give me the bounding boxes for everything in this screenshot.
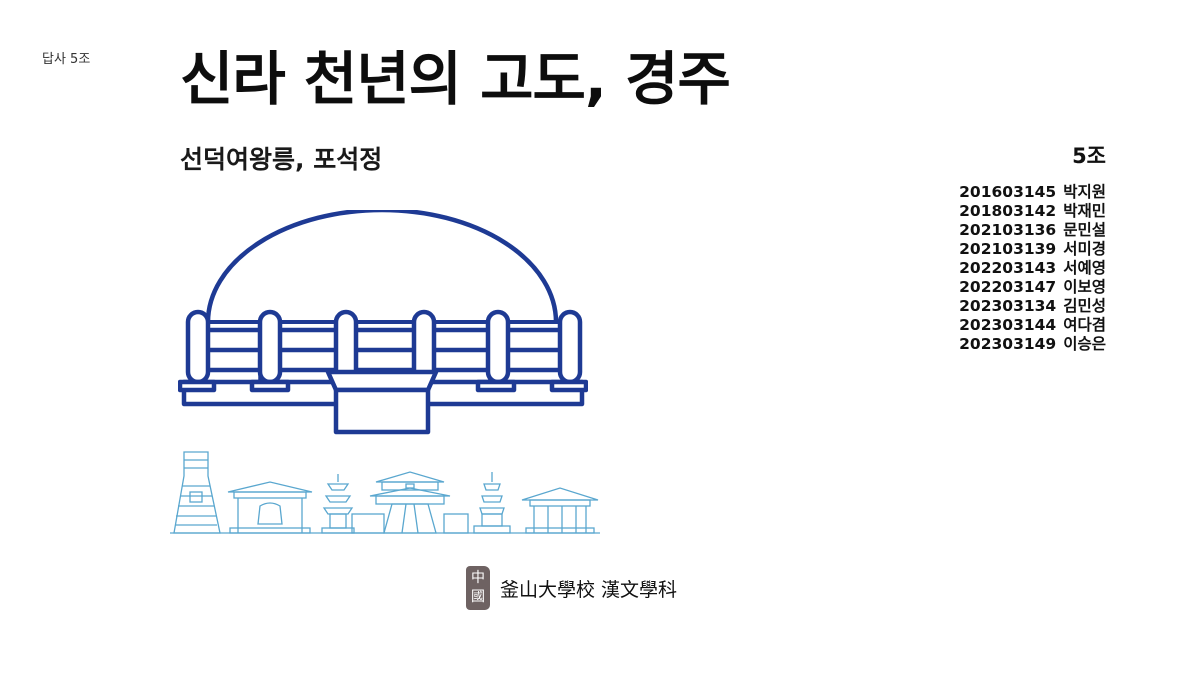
department-name: 釜山大學校 漢文學科 [500, 578, 678, 601]
member-id: 202303134 [959, 297, 1057, 315]
member-item: 202303144 여다겸 [959, 316, 1106, 335]
member-item: 201603145 박지원 [959, 183, 1106, 202]
member-name: 여다겸 [1063, 316, 1106, 334]
seal-icon: 中 國 [466, 566, 490, 610]
member-id: 201603145 [959, 183, 1057, 201]
member-name: 박지원 [1063, 183, 1106, 201]
member-name: 박재민 [1063, 202, 1106, 220]
member-id: 202103136 [959, 221, 1057, 239]
page-title: 신라 천년의 고도, 경주 [180, 45, 731, 113]
member-name: 이보영 [1063, 278, 1106, 296]
seal-bottom-char: 國 [471, 589, 485, 605]
member-id: 202203143 [959, 259, 1057, 277]
member-id: 202103139 [959, 240, 1057, 258]
member-id: 202303149 [959, 335, 1057, 353]
member-item: 202303134 김민성 [959, 297, 1106, 316]
member-item: 202103136 문민설 [959, 221, 1106, 240]
member-name: 서미경 [1063, 240, 1106, 258]
member-item: 202103139 서미경 [959, 240, 1106, 259]
member-item: 202303149 이승은 [959, 335, 1106, 354]
page-subtitle: 선덕여왕릉, 포석정 [180, 145, 383, 174]
member-name: 서예영 [1063, 259, 1106, 277]
member-item: 202203147 이보영 [959, 278, 1106, 297]
seal-top-char: 中 [471, 570, 485, 586]
member-name: 김민성 [1063, 297, 1106, 315]
landmark-skyline-icon [170, 451, 600, 534]
member-item: 201803142 박재민 [959, 202, 1106, 221]
footer-branding: 中 國 釜山大學校 漢文學科 [466, 566, 677, 610]
member-name: 문민설 [1063, 221, 1106, 239]
member-name: 이승은 [1063, 335, 1106, 353]
member-id: 202303144 [959, 316, 1057, 334]
member-id: 202203147 [959, 278, 1057, 296]
member-item: 202203143 서예영 [959, 259, 1106, 278]
corner-label: 답사 5조 [42, 52, 91, 67]
royal-tomb-icon [178, 210, 588, 435]
group-label: 5조 [1072, 144, 1106, 168]
member-list: 201603145 박지원 201803142 박재민 202103136 문민설 2… [959, 183, 1106, 354]
member-id: 201803142 [959, 202, 1057, 220]
